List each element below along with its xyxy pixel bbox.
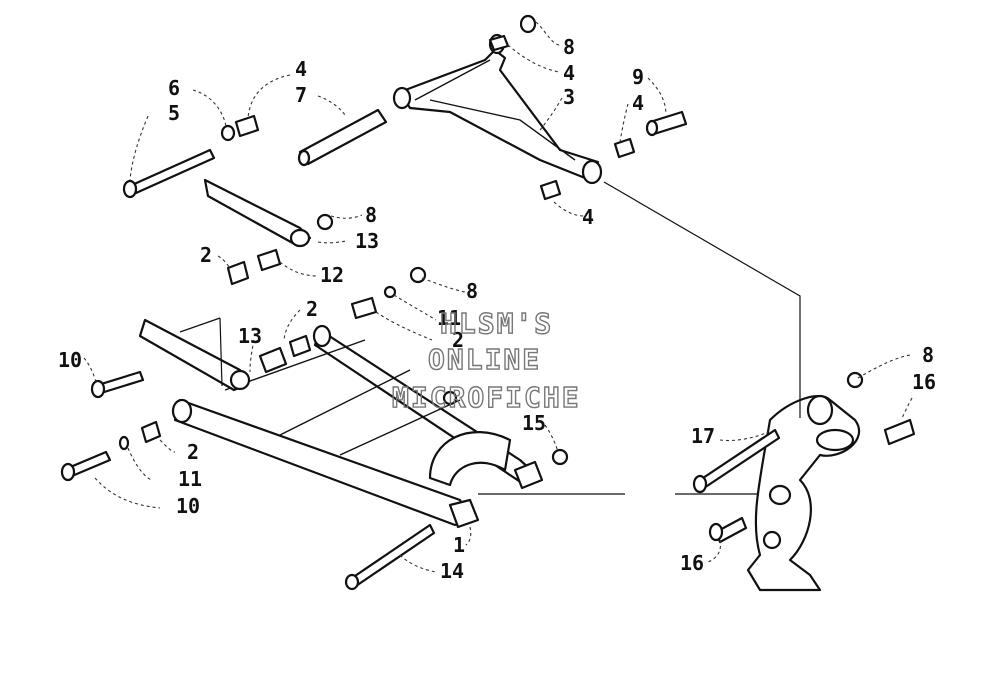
callout-16: 16 <box>680 551 704 575</box>
callout-8: 8 <box>365 203 377 227</box>
callout-16: 16 <box>912 370 936 394</box>
spindle <box>692 371 916 592</box>
link-arm-upper <box>203 178 334 248</box>
callout-8: 8 <box>922 343 934 367</box>
callout-10: 10 <box>176 494 200 518</box>
watermark-line-2: ONLINE <box>428 343 541 376</box>
leader-lines <box>83 21 913 573</box>
callout-8: 8 <box>563 35 575 59</box>
callout-2: 2 <box>306 297 318 321</box>
lower-a-arm <box>171 324 569 529</box>
callout-8: 8 <box>466 279 478 303</box>
upper-small-parts <box>122 14 688 201</box>
callout-13: 13 <box>355 229 379 253</box>
callout-5: 5 <box>168 101 180 125</box>
callout-9: 9 <box>632 65 644 89</box>
link-arm-lower <box>138 318 458 406</box>
callout-7: 7 <box>295 83 307 107</box>
callout-12: 12 <box>320 263 344 287</box>
bushings-row <box>226 248 427 320</box>
upper-a-arm <box>392 33 603 185</box>
callout-15: 15 <box>522 411 546 435</box>
callout-2: 2 <box>452 328 464 352</box>
callout-11: 11 <box>178 467 202 491</box>
watermark: HLSM'S ONLINE MICROFICHE <box>391 306 581 414</box>
callout-13: 13 <box>238 324 262 348</box>
callout-1: 1 <box>453 533 465 557</box>
callout-11: 11 <box>437 306 461 330</box>
callout-2: 2 <box>187 440 199 464</box>
callout-14: 14 <box>440 559 464 583</box>
bolts-lower <box>60 370 436 591</box>
callout-17: 17 <box>691 424 715 448</box>
callout-4: 4 <box>563 61 575 85</box>
connection-lines <box>179 181 801 495</box>
callout-labels: 8 4 6 5 4 7 3 9 4 4 8 13 2 12 8 2 11 2 1… <box>58 35 936 583</box>
callout-10: 10 <box>58 348 82 372</box>
callout-4: 4 <box>632 91 644 115</box>
watermark-line-3: MICROFICHE <box>392 381 581 414</box>
callout-4: 4 <box>582 205 594 229</box>
callout-6: 6 <box>168 76 180 100</box>
callout-4: 4 <box>295 57 307 81</box>
callout-3: 3 <box>563 85 575 109</box>
watermark-line-1: HLSM'S <box>440 307 553 340</box>
callout-2: 2 <box>200 243 212 267</box>
